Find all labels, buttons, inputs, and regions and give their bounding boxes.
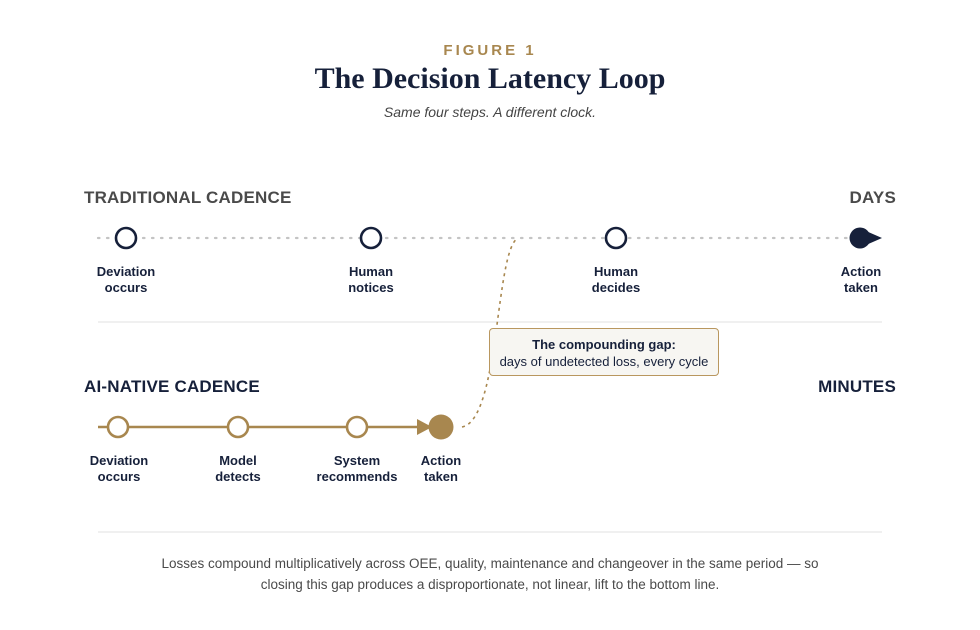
traditional-step-label: Human notices: [348, 264, 394, 295]
traditional-step-node-2: [359, 226, 383, 250]
traditional-time-unit: DAYS: [849, 188, 896, 207]
ai-native-time-unit: MINUTES: [818, 377, 896, 396]
ai-native-step-label: Action taken: [420, 453, 462, 484]
traditional-step-node-3: [604, 226, 628, 250]
callout-title: The compounding gap:: [532, 337, 676, 352]
ai-native-step-label: System recommends: [316, 453, 398, 484]
traditional-step-label: Action taken: [840, 264, 882, 295]
traditional-step-label: Human decides: [591, 264, 641, 295]
traditional-step-label: Deviation occurs: [96, 264, 156, 295]
ai-native-cadence-heading: AI-NATIVE CADENCE: [84, 377, 260, 396]
ai-native-step-node-2: [226, 415, 250, 439]
ai-native-step-label: Deviation occurs: [89, 453, 149, 484]
figure-subtitle: Same four steps. A different clock.: [383, 104, 597, 120]
ai-native-arrowhead-icon: [417, 419, 432, 435]
traditional-arrowhead-icon: [866, 231, 882, 245]
ai-native-step-node-3: [345, 415, 369, 439]
compounding-gap-callout: The compounding gap: days of undetected …: [489, 328, 719, 376]
traditional-step-node-4: [849, 227, 871, 249]
compounding-gap-connector: [461, 237, 519, 428]
traditional-cadence-heading: TRADITIONAL CADENCE: [84, 188, 292, 207]
ai-native-step-node-1: [106, 415, 130, 439]
figure-label: FIGURE 1: [443, 42, 537, 59]
traditional-step-node-1: [114, 226, 138, 250]
footnote: Losses compound multiplicatively across …: [161, 556, 819, 592]
figure-title: The Decision Latency Loop: [314, 62, 666, 95]
ai-native-step-label: Model detects: [215, 453, 261, 484]
ai-native-step-node-4: [428, 414, 454, 440]
callout-body: days of undetected loss, every cycle: [499, 354, 709, 369]
